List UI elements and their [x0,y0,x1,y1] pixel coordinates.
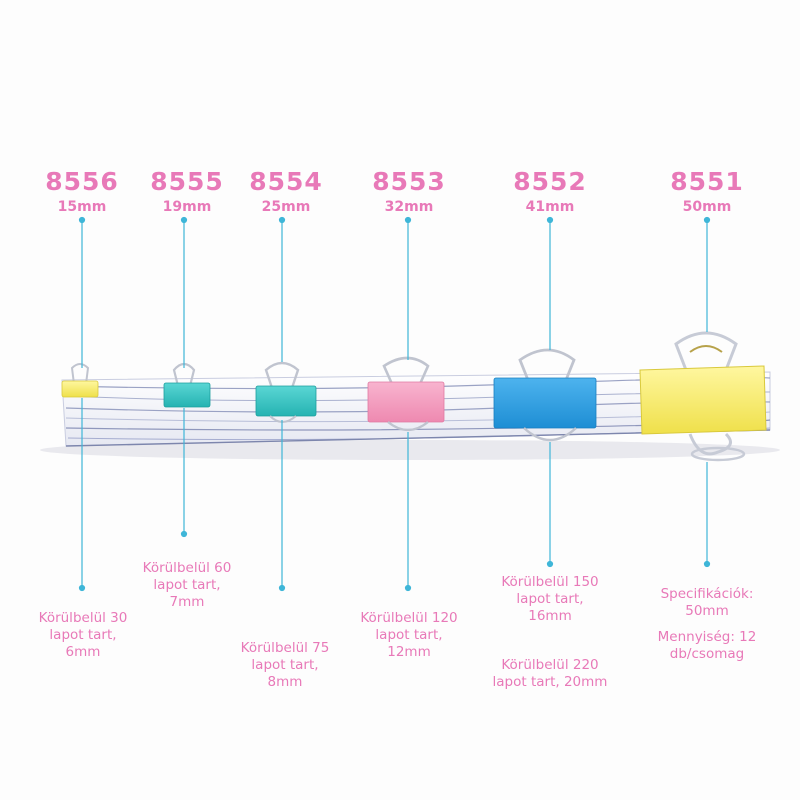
clip-8551 [639,331,767,462]
stack-shadow [40,440,780,460]
clip-8552 [493,348,597,442]
clip-8556 [61,363,99,398]
clip-code-8556: 8556 [45,167,119,196]
capacity-caption-8553: Körülbelül 120 lapot tart, 12mm [360,610,458,660]
clip-size-41mm: 41mm [525,199,575,215]
clip-size-15mm: 15mm [57,199,107,215]
clip-code-8555: 8555 [150,167,224,196]
clip-size-50mm: 50mm [682,199,732,215]
spec-caption-8551: Specifikációk: 50mm [660,586,754,619]
quantity-caption-8551: Mennyiség: 12 db/csomag [657,629,757,662]
guide-lines [78,216,711,592]
clip-code-8551: 8551 [670,167,744,196]
clip-8553 [367,356,445,432]
clip-size-25mm: 25mm [261,199,311,215]
clip-size-32mm: 32mm [384,199,434,215]
clip-code-8553: 8553 [372,167,446,196]
clip-8555 [163,362,211,408]
clip-8554 [255,361,317,423]
clip-code-8552: 8552 [513,167,587,196]
clip-code-8554: 8554 [249,167,323,196]
capacity-caption-8555: Körülbelül 60 lapot tart, 7mm [142,560,232,610]
capacity-caption-8552-alt: Körülbelül 220 lapot tart, 20mm [492,657,608,690]
capacity-caption-8552: Körülbelül 150 lapot tart, 16mm [501,574,599,624]
capacity-caption-8556: Körülbelül 30 lapot tart, 6mm [38,610,128,660]
capacity-caption-8554: Körülbelül 75 lapot tart, 8mm [240,640,330,690]
clip-size-19mm: 19mm [162,199,212,215]
